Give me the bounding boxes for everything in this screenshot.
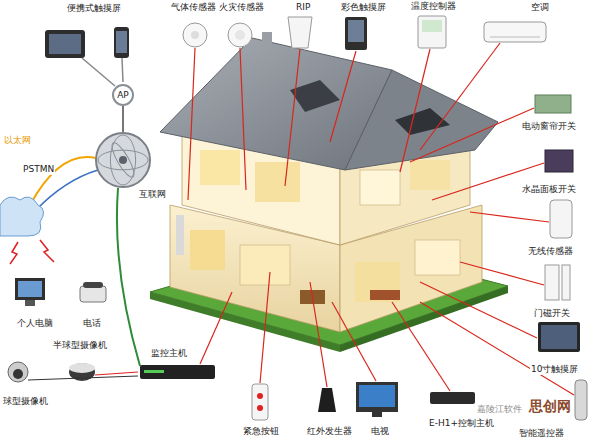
device-label: 便携式触摸屏 [66, 3, 122, 14]
device-label: 温度控制器 [410, 1, 457, 12]
node-label: AP [117, 90, 129, 101]
device-label: 无线传感器 [527, 246, 574, 257]
device-label: 紧急按钮 [242, 426, 280, 437]
device-label: 红外发生器 [306, 426, 353, 437]
device-label: 气体传感器 [170, 2, 217, 13]
internet-globe: 互联网 [95, 132, 151, 188]
device-label: 10寸触摸屏 [530, 364, 579, 375]
connector-line [122, 106, 124, 132]
device-label: 水晶面板开关 [521, 184, 577, 195]
device-label: 彩色触摸屏 [340, 2, 387, 13]
device-label: PSTMN [22, 164, 55, 175]
device-label: 个人电脑 [16, 318, 54, 329]
watermark: 嘉陵江软件 [476, 404, 523, 415]
watermark: 思创网 [528, 398, 572, 414]
device-label: 电话 [82, 318, 102, 329]
device-label: 智能遥控器 [518, 428, 565, 439]
device-label: 门磁开关 [533, 308, 571, 319]
device-label: 以太网 [3, 135, 32, 146]
device-label: 电视 [370, 426, 390, 437]
device-label: RIP [295, 2, 311, 13]
device-label: 空调 [530, 2, 550, 13]
device-label: 火灾传感器 [218, 2, 265, 13]
globe-outline [95, 132, 151, 188]
device-label: 监控主机 [150, 348, 188, 359]
node-label: 互联网 [139, 189, 166, 200]
device-label: 电动窗帘开关 [521, 121, 577, 132]
device-label: 半球型摄像机 [52, 340, 108, 351]
ap-circle: AP [112, 84, 134, 106]
device-label: 球型摄像机 [2, 396, 49, 407]
device-label: E-H1+控制主机 [428, 418, 495, 429]
